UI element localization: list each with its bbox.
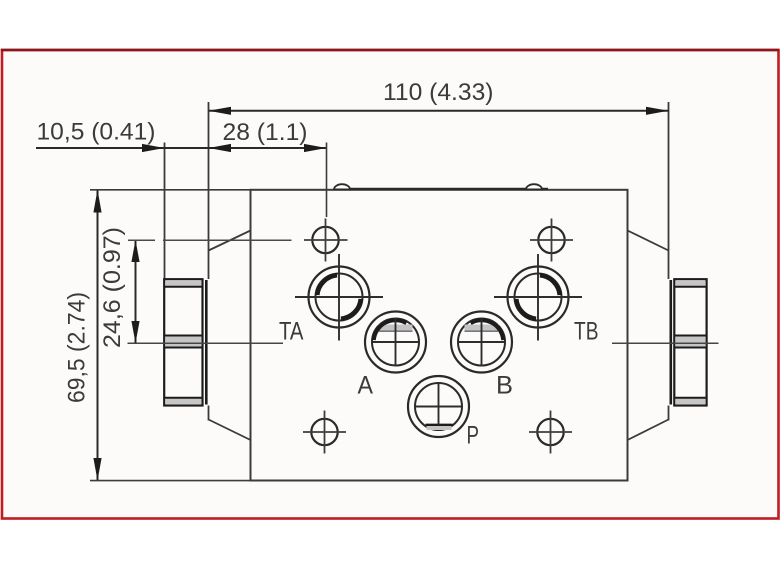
svg-text:24,6 (0.97): 24,6 (0.97) <box>99 227 126 348</box>
svg-text:P: P <box>467 422 480 450</box>
svg-text:A: A <box>358 372 374 400</box>
svg-text:28 (1.1): 28 (1.1) <box>223 119 308 146</box>
svg-text:TB: TB <box>574 318 599 346</box>
svg-text:69,5 (2.74): 69,5 (2.74) <box>63 292 90 403</box>
svg-text:110 (4.33): 110 (4.33) <box>383 79 494 106</box>
svg-text:10,5 (0.41): 10,5 (0.41) <box>37 118 156 145</box>
svg-text:B: B <box>496 372 513 400</box>
svg-text:TA: TA <box>279 318 304 346</box>
